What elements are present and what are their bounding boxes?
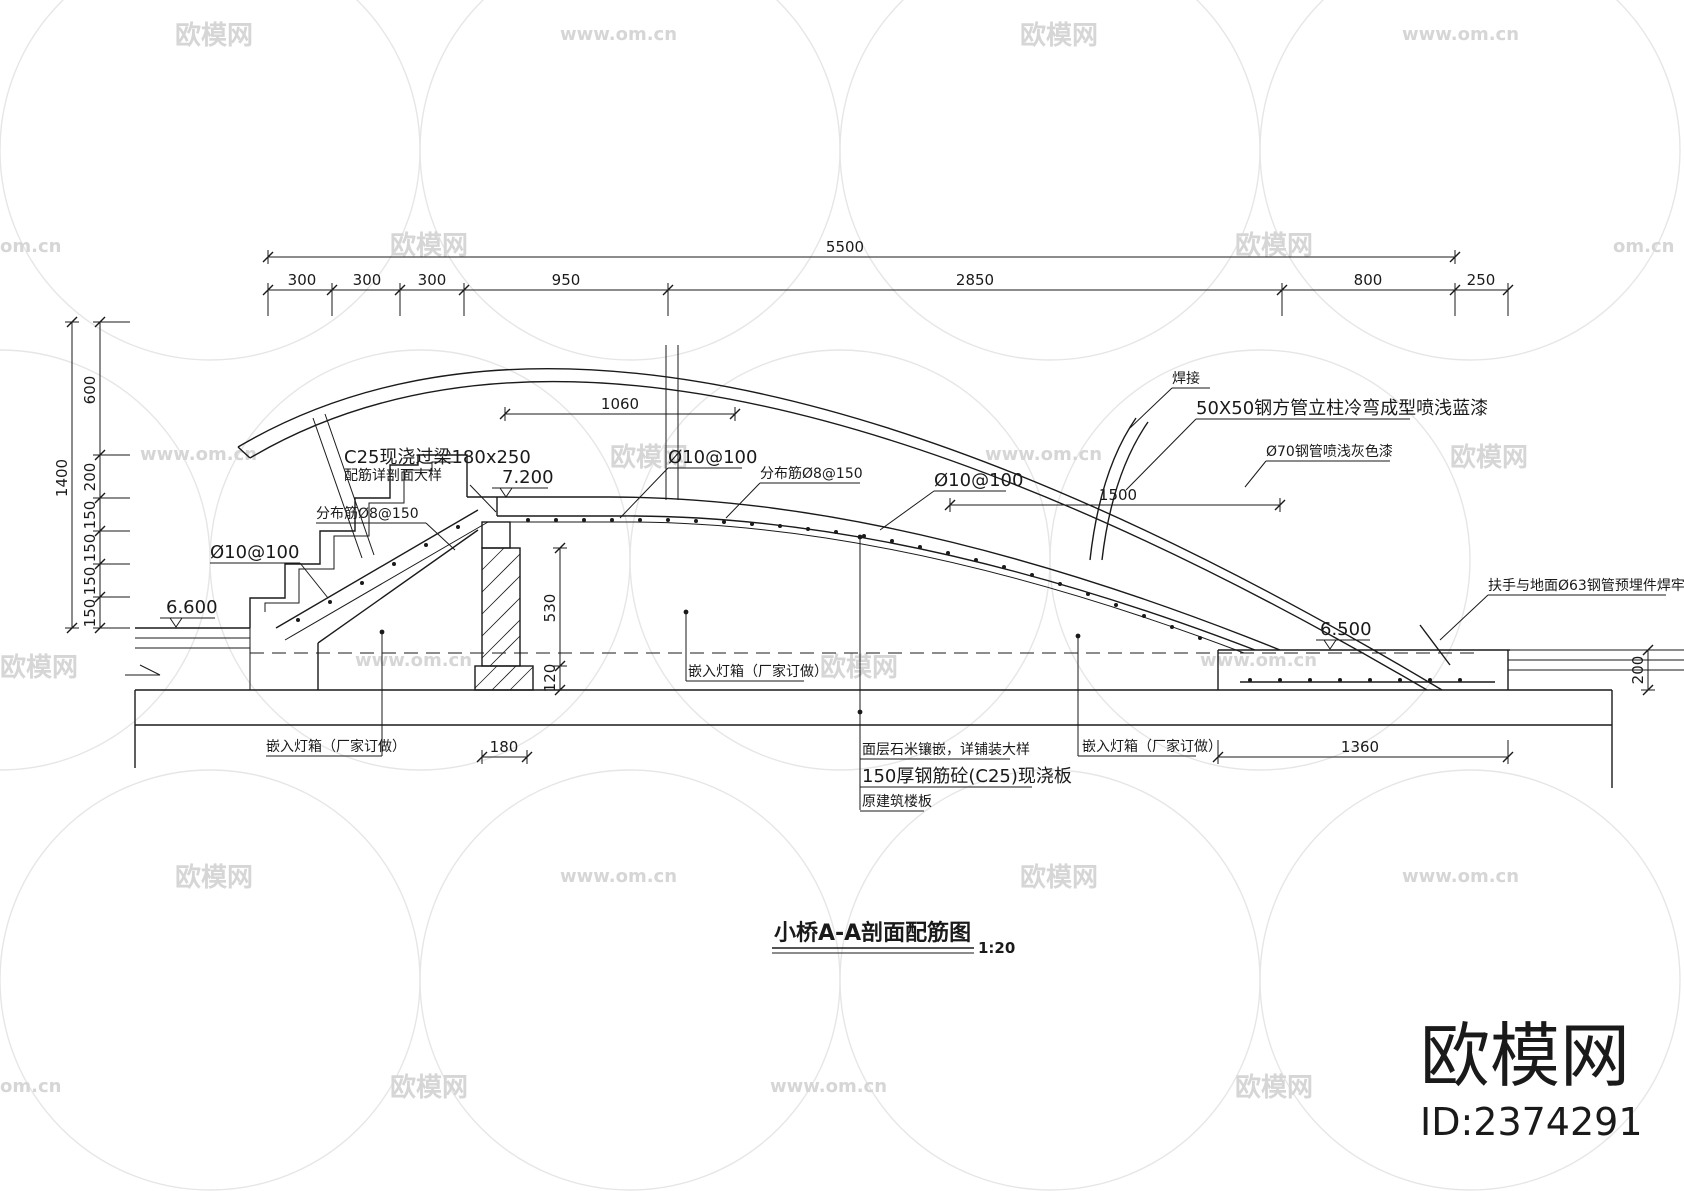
annotations: C25现浇过梁180x250 配筋详剖面大样 分布筋Ø8@150 Ø10@100… (210, 370, 1684, 812)
dim-segment: 200 (81, 463, 99, 492)
watermark-url: www.om.cn (355, 650, 472, 671)
watermark-name: 欧模网 (820, 652, 898, 683)
dim-span-mid: 1500 (1099, 486, 1137, 504)
light-box-right-note: 嵌入灯箱（厂家订做） (1082, 738, 1222, 755)
rebar-left-main-note: Ø10@100 (210, 542, 299, 563)
dim-segment: 600 (81, 376, 99, 405)
dim-segment: 300 (288, 271, 317, 289)
watermark-url: www.om.cn (1402, 866, 1519, 887)
watermark-name: 欧模网 (1235, 230, 1313, 261)
dim-segment: 2850 (956, 271, 994, 289)
watermark-name: 欧模网 (175, 20, 253, 51)
drawing-scale: 1:20 (978, 939, 1015, 957)
handrail-arch (237, 345, 1451, 691)
dim-segment: 800 (1354, 271, 1383, 289)
watermark-name: 欧模网 (1450, 442, 1528, 473)
watermark-url: www.om.cn (985, 444, 1102, 465)
watermark-url-short: om.cn (0, 1076, 61, 1097)
left-dimension-chain: 1400 600 200 150 150 150 150 (53, 316, 130, 634)
dim-column-width: 180 (490, 738, 519, 756)
dim-overall-height: 1400 (53, 459, 71, 497)
watermark-url: www.om.cn (1402, 24, 1519, 45)
rebar-top-dist-note: 分布筋Ø8@150 (760, 465, 863, 482)
dim-segment: 250 (1467, 271, 1496, 289)
brand-id: ID:2374291 (1420, 1100, 1643, 1144)
steel-pipe-note: Ø70钢管喷浅灰色漆 (1266, 443, 1393, 460)
dim-segment: 150 (81, 599, 99, 628)
stairs (249, 454, 489, 690)
dim-segment: 150 (81, 567, 99, 596)
elevation-markers: 6.600 7.200 6.500 (160, 467, 1372, 650)
floor-note: 原建筑楼板 (862, 794, 932, 810)
dim-segment: 150 (81, 534, 99, 563)
handrail-note: 扶手与地面Ø63钢管预埋件焊牢 (1488, 578, 1684, 594)
watermark-url: www.om.cn (560, 24, 677, 45)
dim-column-height: 530 (541, 594, 559, 623)
watermark-url-short: om.cn (1613, 236, 1674, 257)
dim-right-height: 200 (1629, 656, 1647, 685)
rebar-dots (296, 518, 1462, 682)
watermark-name: 欧模网 (390, 1072, 468, 1103)
rebar-left-dist-note: 分布筋Ø8@150 (316, 505, 419, 522)
dim-slab-span: 1360 (1341, 738, 1379, 756)
left-pier (474, 521, 534, 691)
watermark-name: 欧模网 (1020, 20, 1098, 51)
watermark-name: 欧模网 (0, 652, 78, 683)
bridge-deck (467, 496, 1281, 654)
watermark-name: 欧模网 (1020, 862, 1098, 893)
watermark-url: www.om.cn (560, 866, 677, 887)
watermark-url: www.om.cn (1200, 650, 1317, 671)
watermark-name: 欧模网 (175, 862, 253, 893)
watermark-name: 欧模网 (390, 230, 468, 261)
dim-segment: 150 (81, 501, 99, 530)
rebar-right-main-note: Ø10@100 (934, 470, 1023, 491)
slab-note: 150厚钢筋砼(C25)现浇板 (862, 766, 1072, 787)
watermark-name: 欧模网 (1235, 1072, 1313, 1103)
elevation-left: 6.600 (166, 597, 218, 618)
brand-block: 欧模网 ID:2374291 (1420, 1015, 1643, 1144)
elevation-right: 6.500 (1320, 619, 1372, 640)
weld-note: 焊接 (1172, 370, 1200, 387)
top-dimension-chain: 5500 300 300 300 950 2850 800 250 (262, 238, 1514, 316)
dim-segment: 300 (353, 271, 382, 289)
dim-overall-width: 5500 (826, 238, 864, 256)
title-block: 小桥A-A剖面配筋图 1:20 (772, 920, 1015, 957)
ground-slab (125, 627, 1684, 788)
dim-base-height: 120 (541, 664, 559, 693)
dim-span-top: 1060 (601, 395, 639, 413)
dim-segment: 300 (418, 271, 447, 289)
elevation-top: 7.200 (502, 467, 554, 488)
beam-detail-note: 配筋详剖面大样 (344, 467, 442, 484)
light-box-center-note: 嵌入灯箱（厂家订做） (688, 663, 828, 680)
watermark-url: www.om.cn (770, 1076, 887, 1097)
square-tube-note: 50X50钢方管立柱冷弯成型喷浅蓝漆 (1196, 398, 1488, 419)
watermark-url-short: om.cn (0, 236, 61, 257)
surface-note: 面层石米镶嵌，详铺装大样 (862, 741, 1030, 758)
inner-dimensions: 1060 1500 530 120 180 1360 200 (476, 395, 1655, 764)
rebar-top-main-note: Ø10@100 (668, 447, 757, 468)
drawing-title: 小桥A-A剖面配筋图 (774, 920, 971, 946)
watermark-url: www.om.cn (140, 444, 257, 465)
beam-note: C25现浇过梁180x250 (344, 447, 531, 468)
light-box-left-note: 嵌入灯箱（厂家订做） (266, 738, 406, 755)
dim-segment: 950 (552, 271, 581, 289)
brand-name: 欧模网 (1420, 1015, 1630, 1097)
